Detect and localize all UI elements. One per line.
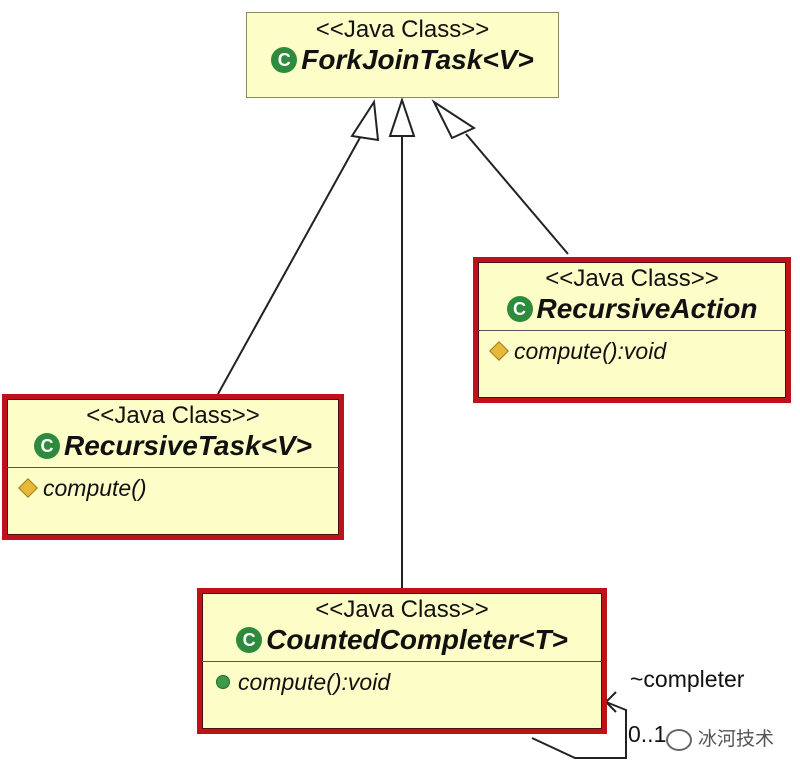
inherit-arrowhead-right	[431, 99, 477, 140]
operations-compartment: compute():void	[202, 661, 602, 696]
stereotype-label: <<Java Class>>	[315, 16, 490, 43]
inherit-line-recursivetask	[217, 133, 363, 395]
class-name: ForkJoinTask<V>	[301, 44, 534, 75]
association-role-label: ~completer	[630, 666, 745, 692]
operation-label: compute():void	[238, 669, 391, 695]
public-method-icon	[216, 675, 230, 689]
wechat-icon	[666, 728, 692, 751]
abstract-method-icon	[18, 478, 38, 498]
association-multiplicity-label: 0..1	[628, 721, 667, 747]
abstract-method-icon	[489, 341, 509, 361]
class-name: RecursiveTask<V>	[63, 430, 313, 461]
class-icon: C	[33, 432, 60, 459]
stereotype-label: <<Java Class>>	[315, 596, 489, 623]
stereotype-label: <<Java Class>>	[545, 265, 719, 292]
class-icon: C	[236, 626, 263, 653]
operations-compartment: compute():void	[478, 330, 786, 365]
inherit-arrowhead-left	[350, 99, 380, 142]
operations-compartment: compute()	[7, 467, 339, 502]
self-association-line	[531, 701, 627, 759]
class-icon: C	[271, 46, 298, 73]
watermark-text: 冰河技术	[698, 729, 775, 750]
stereotype-label: <<Java Class>>	[86, 402, 260, 429]
class-name: CountedCompleter<T>	[266, 624, 568, 655]
watermark: 冰河技术	[666, 724, 774, 751]
class-icon: C	[506, 295, 533, 322]
class-name: RecursiveAction	[536, 293, 758, 324]
inherit-arrowhead-center	[388, 96, 416, 137]
inherit-line-recursiveaction	[465, 133, 569, 255]
operation-label: compute():void	[514, 338, 667, 364]
operation-label: compute()	[43, 475, 147, 501]
